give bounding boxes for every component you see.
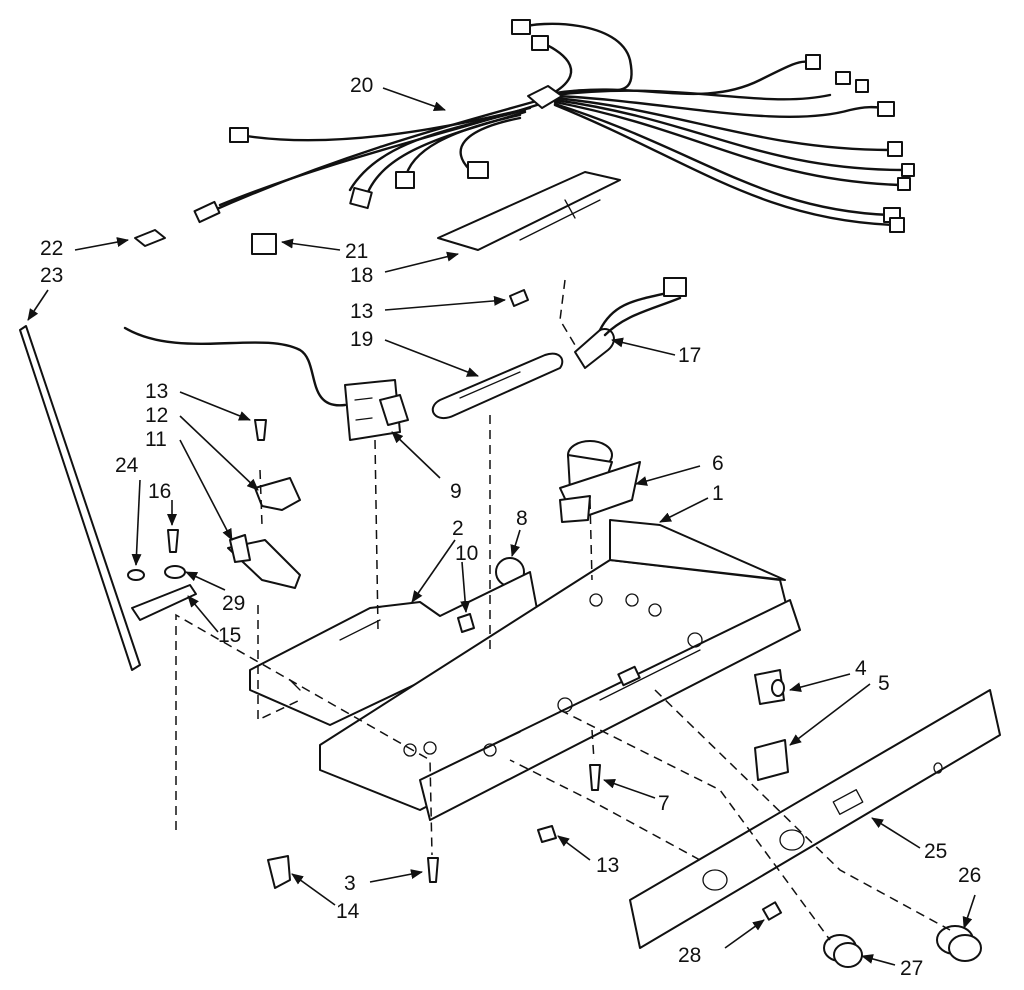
callout-27: 27	[900, 957, 923, 980]
knob-26	[936, 925, 982, 962]
screw-10	[457, 613, 475, 633]
callout-24: 24	[115, 454, 139, 477]
callout-18: 18	[350, 264, 373, 287]
washer-29	[164, 565, 186, 579]
thermostat-capsule	[574, 328, 615, 369]
callout-12: 12	[145, 404, 168, 427]
screw-7	[589, 764, 601, 791]
callout-7: 7	[658, 792, 670, 815]
knob-27	[823, 934, 863, 968]
clip-22	[134, 229, 166, 247]
callout-17: 17	[678, 344, 701, 367]
callout-28: 28	[678, 944, 701, 967]
thermostat-6	[559, 440, 641, 523]
callout-16: 16	[148, 480, 171, 503]
callout-15: 15	[218, 624, 241, 647]
callout-21: 21	[345, 240, 368, 263]
switch-5	[754, 739, 789, 781]
washer-24	[127, 569, 145, 581]
callout-9: 9	[450, 480, 462, 503]
control-panel-25	[629, 689, 1001, 949]
leader-arrows	[27, 87, 976, 966]
callout-23: 23	[40, 264, 63, 287]
control-housing-1	[319, 519, 801, 821]
screw-16	[167, 529, 179, 553]
callout-5: 5	[878, 672, 890, 695]
callout-13-top: 13	[350, 300, 373, 323]
callout-2: 2	[452, 517, 464, 540]
callout-10: 10	[455, 542, 478, 565]
callout-13-mid: 13	[145, 380, 168, 403]
lever-15	[131, 584, 197, 621]
callout-labels: 20 22 23 21 18 13 19 17 13 12 11 24 16 2…	[40, 74, 981, 980]
callout-6: 6	[712, 452, 724, 475]
screw-13-mid	[254, 419, 267, 441]
trim-strip-23	[19, 325, 141, 671]
screw-13-top	[509, 289, 529, 307]
callout-20: 20	[350, 74, 373, 97]
callout-13-bottom: 13	[596, 854, 619, 877]
screw-13-bottom	[537, 825, 557, 843]
callout-14: 14	[336, 900, 360, 923]
screw-3	[427, 857, 439, 883]
callout-29: 29	[222, 592, 245, 615]
callout-8: 8	[516, 507, 528, 530]
callout-22: 22	[40, 237, 63, 260]
callout-3: 3	[344, 872, 356, 895]
clip-21	[251, 233, 277, 255]
control-cover	[437, 171, 621, 251]
heater-tube-19	[431, 352, 564, 419]
bezel-28	[761, 901, 783, 921]
callout-25: 25	[924, 840, 947, 863]
callout-26: 26	[958, 864, 981, 887]
callout-4: 4	[855, 657, 867, 680]
callout-11: 11	[145, 428, 167, 451]
clip-14	[267, 855, 291, 889]
wiring-harness	[193, 19, 915, 233]
callout-1: 1	[712, 482, 724, 505]
callout-19: 19	[350, 328, 373, 351]
switch-9	[123, 326, 409, 441]
